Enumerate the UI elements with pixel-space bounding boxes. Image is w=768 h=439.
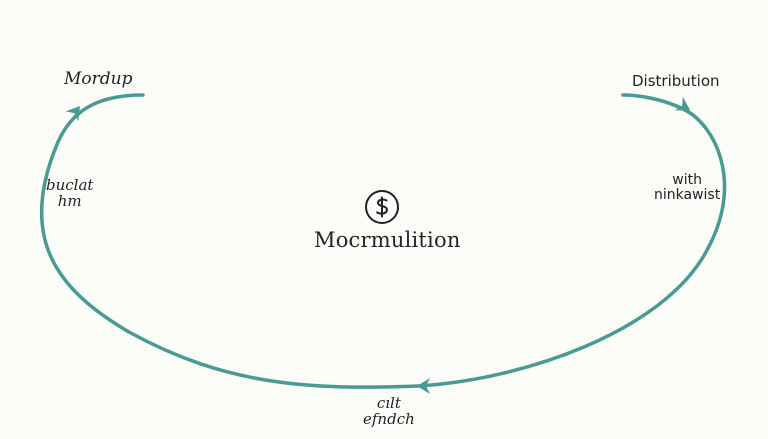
dollar-coin-icon [365, 190, 399, 224]
right-side-label-line-2: ninkawist [654, 186, 721, 203]
bottom-label-line-1: cılt [376, 394, 401, 412]
top-left-label: Mordup [64, 69, 133, 89]
top-right-label: Distribution [632, 72, 720, 90]
left-side-label-line-2: hm [57, 191, 82, 210]
arrowhead-top-left [65, 106, 80, 122]
arrowhead-bottom [417, 378, 430, 394]
cycle-path [39, 93, 727, 389]
left-side-label-line-1: buclat [46, 176, 94, 194]
bottom-label-line-2: efndch [363, 409, 415, 428]
left-side-label: buclat hm [46, 176, 94, 210]
center-title: Mocrmulition [314, 228, 461, 252]
bottom-label: cılt efndch [363, 394, 415, 428]
arrowhead-top-right [674, 96, 690, 111]
right-side-label-line-1: with [672, 172, 702, 188]
right-side-label: with ninkawist [654, 173, 720, 202]
